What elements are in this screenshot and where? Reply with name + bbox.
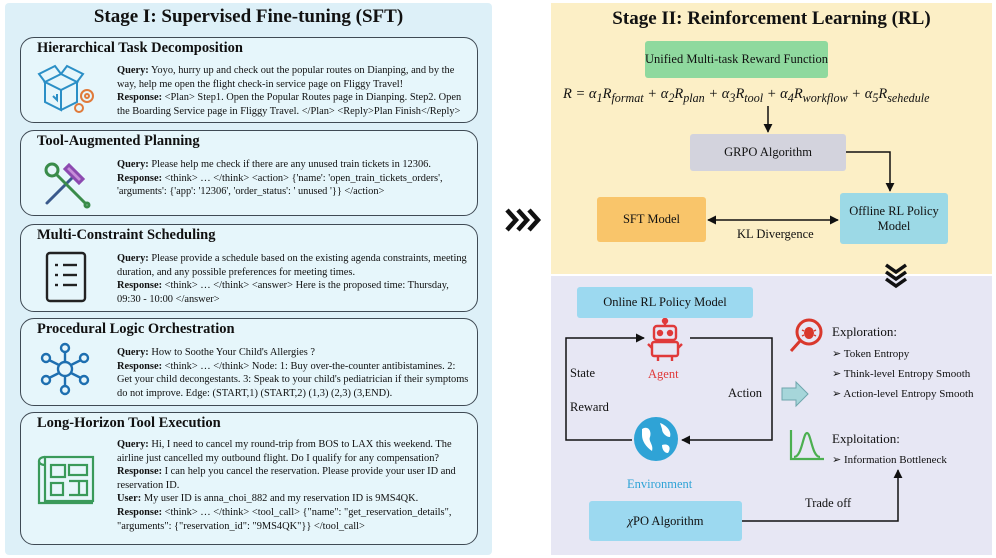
card-line: Query: Please provide a schedule based o… <box>117 253 467 264</box>
card-body: Query: Hi, I need to cancel my round-tri… <box>117 438 469 533</box>
action-label: Action <box>728 386 763 400</box>
network-hub-icon <box>40 342 90 396</box>
card-line: Response: <think> … </think> <answer> He… <box>117 280 449 292</box>
grpo-box: GRPO Algorithm <box>690 134 846 171</box>
reward-equation: R = α1Rformat + α2Rplan + α3Rtool + α4Rw… <box>563 86 930 105</box>
exploration-title: Exploration: <box>832 324 897 339</box>
card-line: Query: Yoyo, hurry up and check out the … <box>117 65 455 76</box>
reward-term: α2Rplan <box>660 86 705 105</box>
bell-curve-icon <box>789 430 824 461</box>
card-procedural-logic-orchestration: Procedural Logic Orchestration Query: Ho… <box>20 318 478 406</box>
exploration-item: ➢ Token Entropy <box>832 348 910 360</box>
card-title: Long-Horizon Tool Execution <box>37 415 221 431</box>
card-body: Query: Please help me check if there are… <box>117 158 469 199</box>
reward-function-box: Unified Multi-task Reward Function <box>645 41 828 78</box>
card-line: duration, and any possible preferences f… <box>117 266 356 278</box>
card-line: Response: <think> … </think> Node: 1: Bu… <box>117 360 456 372</box>
state-label: State <box>570 366 595 380</box>
block-arrow-right-icon <box>781 380 809 408</box>
card-line: Response: <think> … </think> <tool_call>… <box>117 506 452 518</box>
card-line: User: My user ID is anna_choi_882 and my… <box>117 493 419 505</box>
triple-chevron-down-icon <box>884 263 908 289</box>
card-title: Procedural Logic Orchestration <box>37 321 235 337</box>
card-line: airline just cancelled my outbound fligh… <box>117 452 440 464</box>
card-long-horizon-tool-execution: Long-Horizon Tool Execution Query: Hi, I… <box>20 412 478 545</box>
robot-agent-icon <box>647 318 683 361</box>
card-line: do not improve. Edge: (START,1) (START,2… <box>117 387 393 399</box>
card-body: Query: Please provide a schedule based o… <box>117 252 469 306</box>
card-line: Query: How to Soothe Your Child's Allerg… <box>117 347 315 358</box>
reward-term: α1Rformat <box>588 86 644 105</box>
online-policy-box: Online RL Policy Model <box>577 287 753 318</box>
exploration-item: ➢ Think-level Entropy Smooth <box>832 368 971 380</box>
card-title: Multi-Constraint Scheduling <box>37 227 216 243</box>
sft-title: Stage I: Supervised Fine-tuning (SFT) <box>93 6 404 27</box>
card-line: Query: Hi, I need to cancel my round-tri… <box>117 439 452 450</box>
checklist-icon <box>45 251 87 303</box>
card-line: the Boarding Service page in Fliggy Trav… <box>117 105 461 117</box>
agent-label: Agent <box>648 367 679 381</box>
reward-term: α3Rtool <box>721 86 764 105</box>
boxes-gears-icon <box>37 64 94 113</box>
card-line: Response: I can help you cancel the rese… <box>117 466 456 478</box>
card-line: Response: <think> … </think> <action> {'… <box>117 172 443 184</box>
card-line: reservation ID. <box>117 479 180 491</box>
exploitation-title: Exploitation: <box>832 431 900 446</box>
card-body: Query: How to Soothe Your Child's Allerg… <box>117 346 469 400</box>
reward-term: α5Rsehedule <box>864 86 930 105</box>
card-line: "arguments": {"reservation_id": "9MS4QK"… <box>117 520 365 532</box>
card-hierarchical-task-decomposition: Hierarchical Task Decomposition Query: Y… <box>20 37 478 123</box>
exploration-item: ➢ Action-level Entropy Smooth <box>832 388 974 400</box>
offline-policy-box: Offline RL Policy Model <box>840 193 948 244</box>
environment-label: Environment <box>627 477 693 491</box>
kl-divergence-label: KL Divergence <box>737 227 814 241</box>
card-title: Hierarchical Task Decomposition <box>37 40 243 56</box>
card-multi-constraint-scheduling: Multi-Constraint Scheduling Query: Pleas… <box>20 224 478 312</box>
reward-label: Reward <box>570 400 609 414</box>
exploitation-item: ➢ Information Bottleneck <box>832 454 947 466</box>
blueprint-icon <box>37 455 95 505</box>
card-body: Query: Yoyo, hurry up and check out the … <box>117 64 469 118</box>
card-title: Tool-Augmented Planning <box>37 133 200 149</box>
card-line: Query: Please help me check if there are… <box>117 159 431 170</box>
reward-term: α4Rworkflow <box>780 86 848 105</box>
bug-magnifier-icon <box>789 318 823 353</box>
globe-environment-icon <box>634 417 678 461</box>
card-tool-augmented-planning: Tool-Augmented Planning Query: Please he… <box>20 130 478 216</box>
hammer-wrench-icon <box>44 162 91 209</box>
card-line: 'arguments': {'app': '12306', 'order_sta… <box>117 186 385 198</box>
card-line: 09:30 - 10:00 </answer> <box>117 293 220 305</box>
card-line: way, help me open the flight check-in se… <box>117 78 404 90</box>
card-line: Response: <Plan> Step1. Open the Popular… <box>117 92 462 104</box>
sft-model-box: SFT Model <box>597 197 706 242</box>
rl-title: Stage II: Reinforcement Learning (RL) <box>612 8 931 29</box>
triple-chevron-right-icon <box>505 208 542 232</box>
trade-off-label: Trade off <box>805 496 852 510</box>
card-line: Get your child decongestants. 3: Speak t… <box>117 374 469 386</box>
